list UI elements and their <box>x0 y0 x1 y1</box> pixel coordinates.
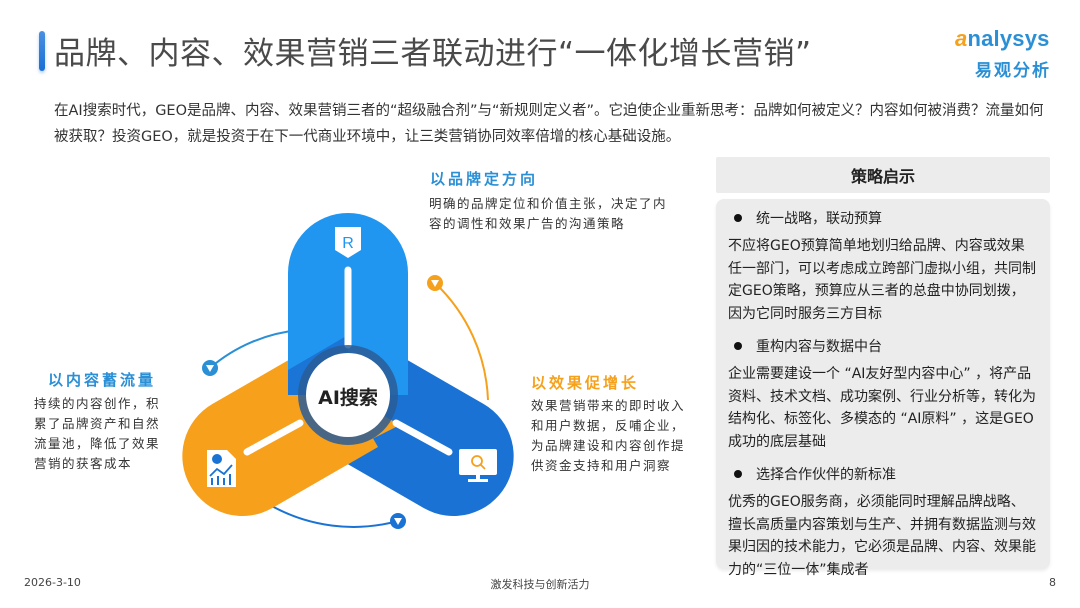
analysys-logo: analysys 易观分析 <box>955 22 1065 82</box>
bullet-dot-icon <box>734 342 742 350</box>
arrow-marker-top-icon <box>427 275 443 291</box>
report-chart-icon <box>207 450 236 487</box>
performance-section-title: 以效果促增长 <box>531 374 640 392</box>
content-section-body: 持续的内容创作，积累了品牌资产和自然流量池，降低了效果营销的获客成本 <box>34 396 161 471</box>
arrow-marker-bottom-icon <box>390 513 406 529</box>
intro-paragraph: 在AI搜索时代，GEO是品牌、内容、效果营销三者的“超级融合剂”与“新规则定义者… <box>54 103 1044 145</box>
center-disc <box>306 353 390 437</box>
tri-pill-graphic: R <box>182 213 514 529</box>
bullet-dot-icon <box>734 470 742 478</box>
strategy-item-1-text: 不应将GEO预算简单地划归给品牌、内容或效果任一部门，可以考虑成立跨部门虚拟小组… <box>728 238 1036 322</box>
logo-wordmark: analysys <box>955 26 1050 51</box>
footer-slogan: 激发科技与创新活力 <box>490 578 590 591</box>
monitor-search-icon <box>459 449 497 482</box>
performance-section-body: 效果营销带来的即时收入和用户数据，反哺企业，为品牌建设和内容创作提供资金支持和用… <box>531 398 686 473</box>
arrow-marker-left-icon <box>202 360 218 376</box>
brand-shield-icon: R <box>335 227 361 258</box>
brand-section-body: 明确的品牌定位和价值主张，决定了内容的调性和效果广告的沟通策略 <box>429 196 668 231</box>
page-number: 8 <box>1049 576 1056 589</box>
strategy-item-2: 重构内容与数据中台 <box>728 331 1038 361</box>
strategy-panel-header: 策略启示 <box>716 157 1050 193</box>
strategy-panel: 统一战略，联动预算 不应将GEO预算简单地划归给品牌、内容或效果任一部门，可以考… <box>716 199 1050 578</box>
center-label: AI搜索 <box>318 387 378 409</box>
strategy-item-2-text: 企业需要建设一个 “AI友好型内容中心” ，将产品资料、技术文档、成功案例、行业… <box>728 366 1036 450</box>
strategy-item-3-text: 优秀的GEO服务商，必须能同时理解品牌战略、擅长高质量内容策划与生产、并拥有数据… <box>728 494 1036 578</box>
bullet-dot-icon <box>734 214 742 222</box>
page-title: 品牌、内容、效果营销三者联动进行“一体化增长营销” <box>54 36 812 72</box>
integration-diagram: R AI搜索 以品牌定方向 明确的品牌定位和价值主张，决定了内容的调性和效果广告… <box>0 150 710 570</box>
logo-chinese-name: 易观分析 <box>975 61 1051 81</box>
strategy-item-1: 统一战略，联动预算 <box>728 203 1038 233</box>
strategy-item-3: 选择合作伙伴的新标准 <box>728 459 1038 489</box>
svg-text:R: R <box>342 235 354 252</box>
content-section-title: 以内容蓄流量 <box>48 371 157 389</box>
arc-orange-right <box>434 282 489 401</box>
arc-blue-bottom <box>269 504 399 528</box>
footer-date: 2026-3-10 <box>24 576 81 589</box>
title-accent-bar <box>39 31 45 71</box>
brand-section-title: 以品牌定方向 <box>430 170 539 188</box>
